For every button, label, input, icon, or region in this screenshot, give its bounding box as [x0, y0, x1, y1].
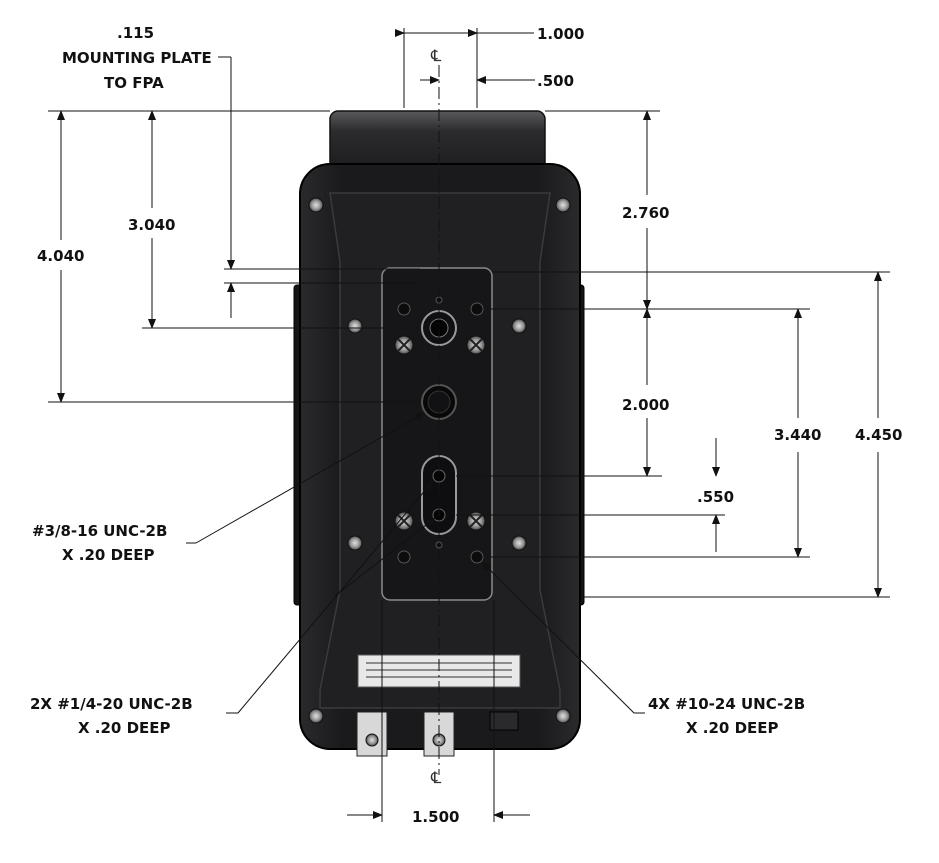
hole-10-24-icon	[397, 302, 411, 316]
hole-10-24-icon	[397, 550, 411, 564]
callout-hole-3-8: #3/8-16 UNC-2B X .20 DEEP	[32, 412, 425, 564]
dim-4450: 4.450	[492, 271, 902, 598]
screw-icon	[555, 197, 571, 213]
svg-text:.115: .115	[117, 24, 154, 42]
svg-text:1.500: 1.500	[412, 808, 459, 826]
dim-3040: 3.040	[128, 110, 420, 329]
screw-icon	[308, 197, 324, 213]
svg-text:1.000: 1.000	[537, 25, 584, 43]
svg-text:X .20 DEEP: X .20 DEEP	[78, 719, 171, 737]
svg-text:MOUNTING PLATE: MOUNTING PLATE	[62, 49, 212, 67]
dim-2760: 2.760	[545, 110, 669, 310]
screw-icon	[555, 708, 571, 724]
hole-10-24-icon	[470, 550, 484, 564]
svg-text:X .20 DEEP: X .20 DEEP	[686, 719, 779, 737]
dim-3440: 3.440	[490, 308, 821, 558]
svg-text:X .20 DEEP: X .20 DEEP	[62, 546, 155, 564]
callout-hole-10: 4X #10-24 UNC-2B X .20 DEEP	[481, 561, 805, 737]
dim-115: .115 MOUNTING PLATE TO FPA	[62, 24, 420, 318]
screw-icon	[347, 535, 363, 551]
corner-screws	[308, 197, 571, 724]
centerline-symbol-top: ℄	[430, 46, 442, 65]
svg-text:.500: .500	[537, 72, 574, 90]
phillips-screws	[394, 335, 486, 531]
svg-text:4.040: 4.040	[37, 247, 84, 265]
dim-500: .500	[420, 72, 574, 90]
svg-text:2.000: 2.000	[622, 396, 669, 414]
svg-text:2.760: 2.760	[622, 204, 669, 222]
svg-text:.550: .550	[697, 488, 734, 506]
plate-holes	[394, 296, 486, 564]
svg-text:3.040: 3.040	[128, 216, 175, 234]
centerline-symbol-bottom: ℄	[430, 768, 442, 787]
svg-text:TO FPA: TO FPA	[104, 74, 164, 92]
screw-icon	[308, 708, 324, 724]
svg-text:4.450: 4.450	[855, 426, 902, 444]
screw-icon	[511, 535, 527, 551]
svg-text:2X #1/4-20 UNC-2B: 2X #1/4-20 UNC-2B	[30, 695, 193, 713]
centerlines	[381, 28, 495, 822]
svg-text:4X #10-24 UNC-2B: 4X #10-24 UNC-2B	[648, 695, 805, 713]
callout-hole-1-4: 2X #1/4-20 UNC-2B X .20 DEEP	[30, 480, 436, 737]
hole-10-24-icon	[470, 302, 484, 316]
screw-icon	[347, 318, 363, 334]
svg-text:#3/8-16 UNC-2B: #3/8-16 UNC-2B	[32, 522, 167, 540]
dim-1000: 1.000	[395, 25, 584, 43]
dim-4040: 4.040	[37, 110, 420, 403]
dim-1500: 1.500	[347, 808, 530, 826]
dim-550: .550	[456, 438, 734, 552]
svg-text:3.440: 3.440	[774, 426, 821, 444]
screw-icon	[511, 318, 527, 334]
